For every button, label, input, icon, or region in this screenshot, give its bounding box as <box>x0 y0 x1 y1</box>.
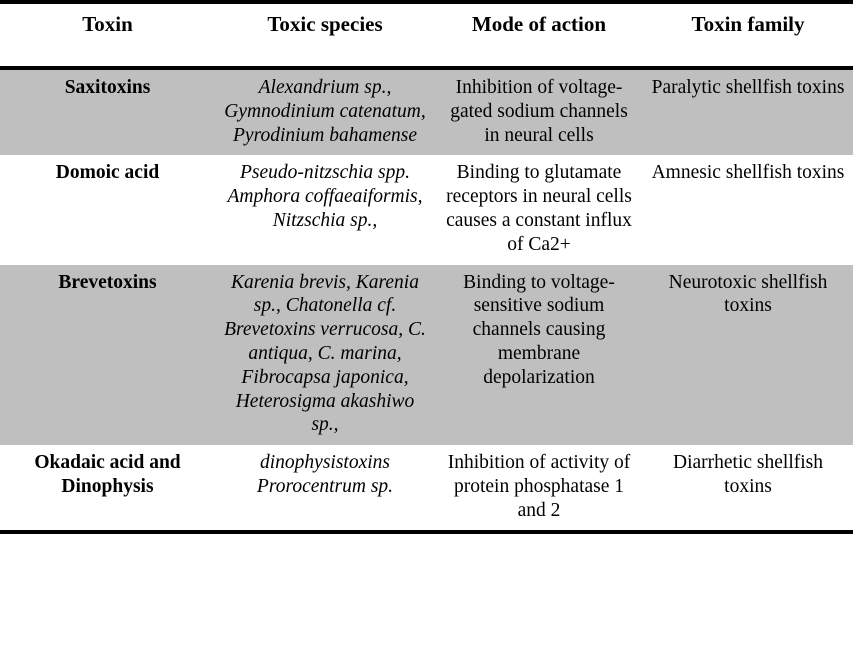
cell-text: dinophysistoxins Prorocentrum sp. <box>256 452 395 497</box>
cell-toxin-family: Neurotoxic shellfish toxins <box>643 264 853 446</box>
cell-toxin: Okadaic acid and Dinophysis <box>0 445 215 535</box>
cell-toxin-family: Diarrhetic shellfish toxins <box>643 445 853 535</box>
toxin-table: Toxin Toxic species Mode of action Toxin… <box>0 0 853 535</box>
cell-text: Saxitoxins <box>64 77 151 99</box>
cell-text: Inhibition of voltage-gated sodium chann… <box>450 77 633 146</box>
cell-text: Brevetoxins <box>58 271 157 293</box>
cell-toxic-species: Karenia brevis, Karenia sp., Chatonella … <box>215 264 435 446</box>
cell-text: Domoic acid <box>55 162 160 184</box>
cell-text: Amnesic shellfish toxins <box>651 162 845 184</box>
cell-toxic-species: dinophysistoxins Prorocentrum sp. <box>215 445 435 535</box>
cell-mode-of-action: Inhibition of voltage-gated sodium chann… <box>435 68 643 156</box>
cell-mode-of-action: Inhibition of activity of protein phosph… <box>435 445 643 535</box>
column-header-mode-of-action: Mode of action <box>435 0 643 71</box>
cell-text: Binding to glutamate receptors in neural… <box>446 162 637 255</box>
table-header-row: Toxin Toxic species Mode of action Toxin… <box>0 0 853 71</box>
cell-toxin: Brevetoxins <box>0 264 215 446</box>
table-row: Domoic acid Pseudo-nitzschia spp. Amphor… <box>0 155 853 265</box>
cell-toxic-species: Alexandrium sp., Gymnodinium catenatum, … <box>215 68 435 156</box>
cell-text: Alexandrium sp., Gymnodinium catenatum, … <box>224 77 431 146</box>
column-header-toxic-species: Toxic species <box>215 0 435 71</box>
cell-toxin-family: Amnesic shellfish toxins <box>643 155 853 265</box>
cell-mode-of-action: Binding to glutamate receptors in neural… <box>435 155 643 265</box>
cell-text: Inhibition of activity of protein phosph… <box>447 452 636 521</box>
cell-mode-of-action: Binding to voltage-sensitive sodium chan… <box>435 264 643 446</box>
cell-text: Neurotoxic shellfish toxins <box>668 271 833 317</box>
table-row: Brevetoxins Karenia brevis, Karenia sp.,… <box>0 264 853 446</box>
cell-text: Paralytic shellfish toxins <box>651 77 845 99</box>
table-header: Toxin Toxic species Mode of action Toxin… <box>0 0 853 71</box>
cell-text: Binding to voltage-sensitive sodium chan… <box>463 271 615 388</box>
cell-toxic-species: Pseudo-nitzschia spp. Amphora coffaeaifo… <box>215 155 435 265</box>
cell-text: Pseudo-nitzschia spp. Amphora coffaeaifo… <box>227 162 428 232</box>
table-body: Saxitoxins Alexandrium sp., Gymnodinium … <box>0 68 853 535</box>
column-header-toxin-family: Toxin family <box>643 0 853 71</box>
cell-text: Diarrhetic shellfish toxins <box>673 452 828 497</box>
cell-toxin-family: Paralytic shellfish toxins <box>643 68 853 156</box>
column-header-toxin: Toxin <box>0 0 215 71</box>
cell-toxin: Saxitoxins <box>0 68 215 156</box>
table-row: Okadaic acid and Dinophysis dinophysisto… <box>0 445 853 535</box>
cell-text: Karenia brevis, Karenia sp., Chatonella … <box>224 271 431 436</box>
cell-toxin: Domoic acid <box>0 155 215 265</box>
cell-text: Okadaic acid and Dinophysis <box>34 452 186 497</box>
table-row: Saxitoxins Alexandrium sp., Gymnodinium … <box>0 68 853 156</box>
